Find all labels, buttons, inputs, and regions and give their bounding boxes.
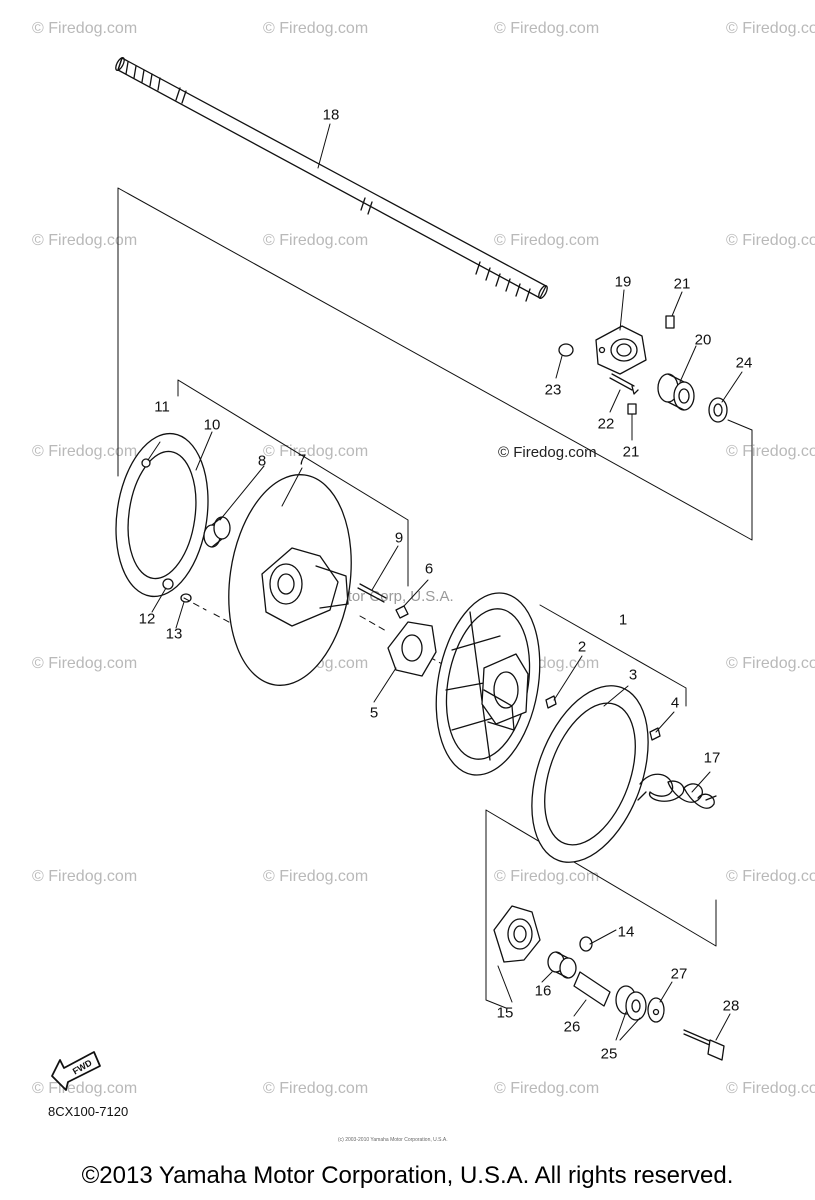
plate-5 bbox=[387, 621, 437, 677]
callout-23: 23 bbox=[544, 381, 562, 399]
callout-9: 9 bbox=[394, 529, 404, 547]
fwd-arrow-icon bbox=[51, 1051, 101, 1091]
shaft-18 bbox=[115, 57, 548, 302]
bolt-28 bbox=[683, 1029, 725, 1061]
bearing-housing-19 bbox=[595, 325, 647, 375]
watermark: © Firedog.com bbox=[32, 232, 138, 249]
callout-10: 10 bbox=[203, 416, 221, 434]
bushing-8 bbox=[203, 516, 231, 548]
spring-17 bbox=[637, 773, 717, 809]
center-line bbox=[183, 597, 601, 755]
callout-20: 20 bbox=[694, 331, 712, 349]
set-screw-21b bbox=[627, 403, 637, 415]
bolt-6 bbox=[395, 605, 409, 619]
friction-disc-10 bbox=[115, 432, 209, 598]
bracket-main bbox=[117, 187, 753, 541]
sheave-7 bbox=[228, 474, 352, 686]
bearing-25 bbox=[615, 985, 647, 1021]
watermark: © Firedog.com bbox=[263, 20, 369, 37]
diagram-code: 8CX100-7120 bbox=[48, 1104, 129, 1119]
nut-14 bbox=[579, 936, 593, 952]
watermark: © Firedog.com bbox=[32, 1080, 138, 1097]
washer-13 bbox=[180, 593, 192, 603]
callout-22: 22 bbox=[597, 415, 615, 433]
callout-12: 12 bbox=[138, 610, 156, 628]
callout-7: 7 bbox=[297, 451, 307, 469]
callout-5: 5 bbox=[369, 704, 379, 722]
leader-lines bbox=[147, 123, 743, 1041]
bolt-22 bbox=[609, 373, 639, 395]
bolt-12 bbox=[162, 578, 174, 590]
watermark: © Firedog.com bbox=[32, 443, 138, 460]
watermark: © Firedog.com bbox=[32, 20, 138, 37]
callout-2: 2 bbox=[577, 638, 587, 656]
callout-28: 28 bbox=[722, 997, 740, 1015]
watermark: © Firedog.com bbox=[263, 232, 369, 249]
friction-disc-3 bbox=[531, 685, 649, 863]
pin-9 bbox=[357, 583, 387, 603]
callout-26: 26 bbox=[563, 1018, 581, 1036]
watermark: © Firedog.com bbox=[726, 232, 815, 249]
watermark: © Firedog.com bbox=[494, 1080, 600, 1097]
copyright-footer: ©2013 Yamaha Motor Corporation, U.S.A. A… bbox=[81, 1162, 734, 1189]
bracket-clutch bbox=[177, 379, 409, 587]
callout-3: 3 bbox=[628, 666, 638, 684]
callout-4: 4 bbox=[670, 694, 680, 712]
callout-19: 19 bbox=[614, 273, 632, 291]
tube-26 bbox=[573, 971, 611, 1007]
callout-16: 16 bbox=[534, 982, 552, 1000]
callout-13: 13 bbox=[165, 625, 183, 643]
callout-21-bottom: 21 bbox=[622, 443, 640, 461]
callout-8: 8 bbox=[257, 452, 267, 470]
callout-11: 11 bbox=[154, 398, 170, 416]
callout-6: 6 bbox=[424, 560, 434, 578]
callout-24: 24 bbox=[735, 354, 753, 372]
washer-27 bbox=[647, 997, 665, 1023]
nut-23 bbox=[558, 343, 574, 357]
watermark: © Firedog.com bbox=[726, 655, 815, 672]
watermark: © Firedog.com bbox=[263, 868, 369, 885]
watermark: © Firedog.com bbox=[32, 868, 138, 885]
bracket-secondary bbox=[539, 604, 687, 707]
washer-24 bbox=[708, 397, 728, 423]
watermark: © Firedog.com bbox=[494, 232, 600, 249]
callout-25: 25 bbox=[600, 1045, 618, 1063]
callout-18: 18 bbox=[322, 106, 340, 124]
watermark: © Firedog.com bbox=[726, 1080, 815, 1097]
bearing-20 bbox=[657, 373, 695, 411]
callout-21-top: 21 bbox=[673, 275, 691, 293]
bolt-11 bbox=[141, 458, 151, 468]
callout-14: 14 bbox=[617, 923, 635, 941]
watermark: © Firedog.com bbox=[726, 868, 815, 885]
callout-1: 1 bbox=[618, 611, 628, 629]
set-screw-21a bbox=[665, 315, 675, 329]
tiny-copyright: (c) 2003-2010 Yamaha Motor Corporation, … bbox=[338, 1137, 448, 1143]
bolt-2 bbox=[545, 695, 557, 709]
watermark: © Firedog.com bbox=[726, 443, 815, 460]
bushing-16 bbox=[547, 951, 577, 979]
watermark: © Firedog.com bbox=[494, 868, 600, 885]
watermark: © Firedog.com bbox=[494, 20, 600, 37]
watermark: © Firedog.com bbox=[32, 655, 138, 672]
watermark: © Firedog.com bbox=[726, 20, 815, 37]
callout-27: 27 bbox=[670, 965, 688, 983]
callout-17: 17 bbox=[703, 749, 721, 767]
watermark: © Firedog.com bbox=[263, 1080, 369, 1097]
center-watermark: © Firedog.com bbox=[498, 444, 597, 461]
callout-15: 15 bbox=[496, 1004, 514, 1022]
sheave-1 bbox=[435, 592, 541, 776]
bearing-housing-15 bbox=[493, 905, 541, 963]
